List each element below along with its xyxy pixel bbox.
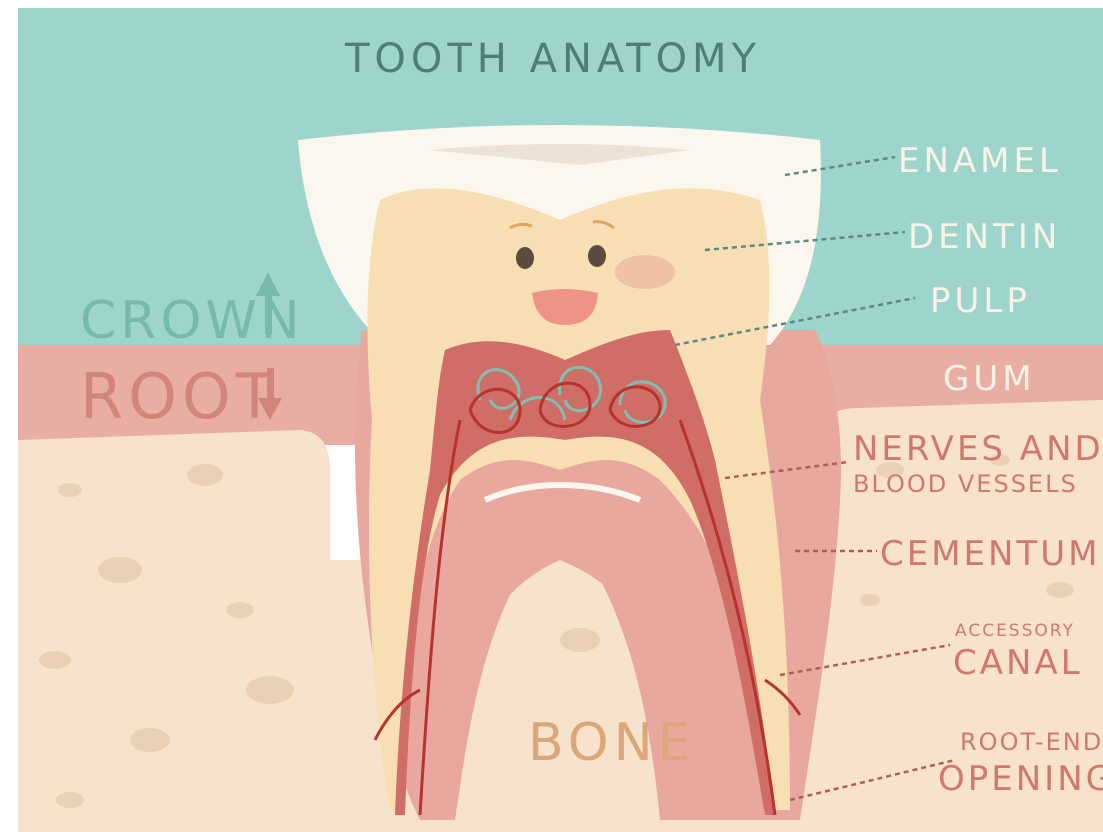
accessory-label-line1: ACCESSORY xyxy=(955,621,1075,641)
rootend-label-line2: OPENING xyxy=(938,759,1103,799)
pulp-label: PULP xyxy=(930,281,1031,321)
left-eye xyxy=(516,247,534,269)
dentin-label: DENTIN xyxy=(908,217,1061,257)
gum-label: GUM xyxy=(943,359,1036,399)
root-label: ROOT xyxy=(80,360,279,433)
page-title: TOOTH ANATOMY xyxy=(344,36,761,82)
bone-label: BONE xyxy=(528,713,695,773)
cheek xyxy=(615,255,675,289)
nerves-label-line2: BLOOD VESSELS xyxy=(853,470,1078,498)
rootend-label-line1: ROOT-END xyxy=(960,728,1103,756)
cementum-label: CEMENTUM xyxy=(880,534,1100,574)
right-eye xyxy=(588,245,606,267)
nerves-label-line1: NERVES AND xyxy=(853,429,1103,469)
accessory-label-line2: CANAL xyxy=(953,643,1083,683)
enamel-label: ENAMEL xyxy=(898,141,1062,181)
